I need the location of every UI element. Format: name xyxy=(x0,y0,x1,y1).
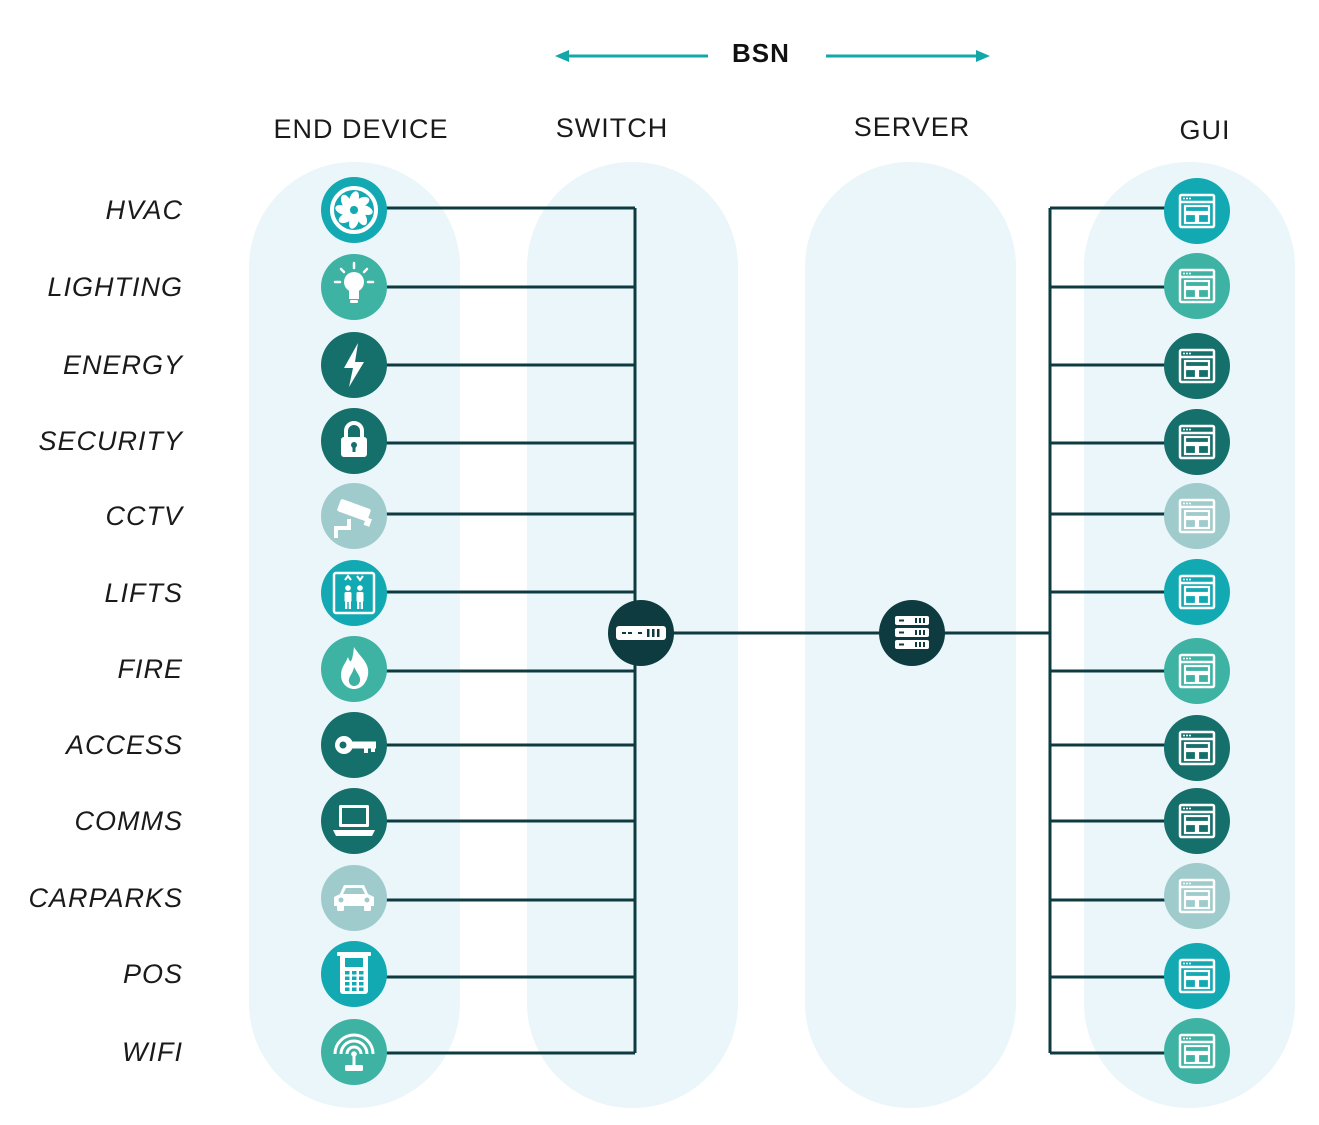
car-icon xyxy=(321,865,387,931)
row-label-security: SECURITY xyxy=(38,426,183,456)
gui-window-icon xyxy=(1164,559,1230,625)
row-label-carparks: CARPARKS xyxy=(28,883,183,913)
row-label-cctv: CCTV xyxy=(105,501,183,531)
fan-icon xyxy=(321,177,387,243)
row-label-wifi: WIFI xyxy=(122,1037,183,1067)
bsn-label: BSN xyxy=(732,38,790,68)
elevator-icon xyxy=(321,560,387,626)
gui-window-icon xyxy=(1164,409,1230,475)
switch-hub-icon xyxy=(608,600,674,666)
pos-terminal-icon xyxy=(321,941,387,1007)
bsn-arrow-left xyxy=(555,50,708,62)
gui-window-icon xyxy=(1164,178,1230,244)
column-title-end-device: END DEVICE xyxy=(273,114,449,144)
row-label-lifts: LIFTS xyxy=(104,578,183,608)
flame-icon xyxy=(321,636,387,702)
gui-window-icon xyxy=(1164,483,1230,549)
bsn-arrow-right xyxy=(826,50,990,62)
gui-window-icon xyxy=(1164,253,1230,319)
padlock-icon xyxy=(321,408,387,474)
lightning-icon xyxy=(321,332,387,398)
column-title-gui: GUI xyxy=(1179,115,1231,145)
row-label-access: ACCESS xyxy=(65,730,183,760)
lightbulb-icon xyxy=(321,254,387,320)
row-label-fire: FIRE xyxy=(117,654,183,684)
row-label-pos: POS xyxy=(122,959,183,989)
row-label-comms: COMMS xyxy=(74,806,183,836)
gui-window-icon xyxy=(1164,1018,1230,1084)
cctv-camera-icon xyxy=(321,483,387,549)
row-label-energy: ENERGY xyxy=(62,350,183,380)
gui-window-icon xyxy=(1164,638,1230,704)
row-label-hvac: HVAC xyxy=(105,195,183,225)
column-title-switch: SWITCH xyxy=(555,113,669,143)
server-hub-icon xyxy=(879,600,945,666)
gui-window-icon xyxy=(1164,863,1230,929)
gui-window-icon xyxy=(1164,943,1230,1009)
column-title-server: SERVER xyxy=(853,112,971,142)
laptop-icon xyxy=(321,788,387,854)
gui-window-icon xyxy=(1164,333,1230,399)
wifi-router-icon xyxy=(321,1019,387,1085)
key-icon xyxy=(321,712,387,778)
gui-window-icon xyxy=(1164,715,1230,781)
row-label-lighting: LIGHTING xyxy=(47,272,183,302)
gui-window-icon xyxy=(1164,788,1230,854)
